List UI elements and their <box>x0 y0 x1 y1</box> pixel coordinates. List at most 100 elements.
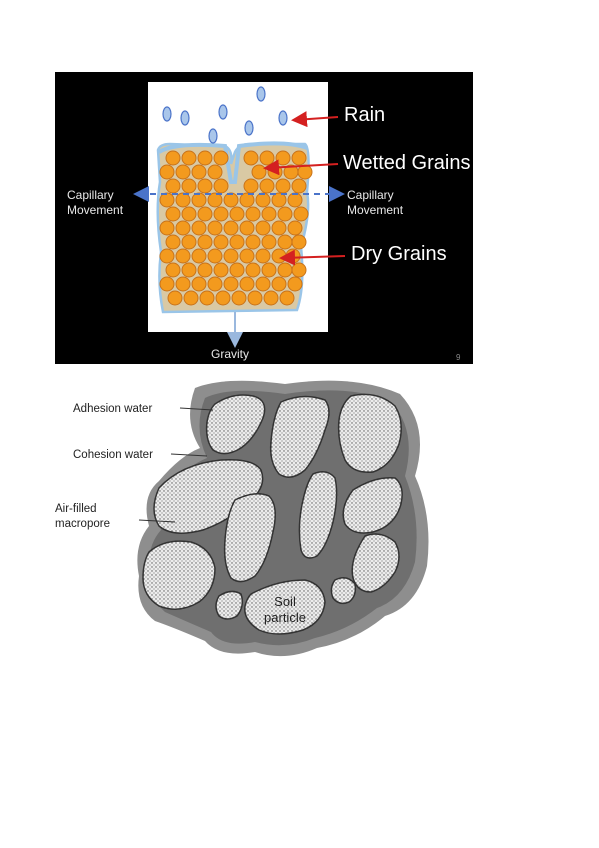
soil-particle-8 <box>142 540 216 610</box>
soil-particle-7 <box>342 477 403 534</box>
grain <box>213 262 229 278</box>
soil-particle-9 <box>351 533 400 593</box>
grain <box>199 290 215 306</box>
grain <box>165 206 181 222</box>
grain <box>229 234 245 250</box>
grain <box>245 234 261 250</box>
grain <box>207 220 223 236</box>
soil-particle-1 <box>205 394 266 455</box>
grain <box>159 164 175 180</box>
grain <box>245 262 261 278</box>
grain <box>207 276 223 292</box>
grain <box>191 276 207 292</box>
grain <box>181 206 197 222</box>
grain <box>271 220 287 236</box>
grain <box>165 150 181 166</box>
grain <box>279 290 295 306</box>
grain <box>175 220 191 236</box>
grain <box>245 206 261 222</box>
grain <box>275 178 291 194</box>
grain <box>271 276 287 292</box>
soil-water-graphic <box>137 380 429 657</box>
raindrop <box>278 110 288 126</box>
grain <box>181 262 197 278</box>
grain <box>255 220 271 236</box>
soil-particle-12 <box>330 577 357 605</box>
grain <box>197 178 213 194</box>
rain-label: Rain <box>344 104 386 126</box>
dry-grains-arrow <box>279 249 346 266</box>
raindrop <box>244 120 254 136</box>
raindrop <box>180 110 190 126</box>
grain <box>277 262 293 278</box>
grain <box>263 290 279 306</box>
grain <box>255 248 271 264</box>
grain <box>207 192 223 208</box>
grain <box>191 220 207 236</box>
grain <box>165 178 181 194</box>
grain <box>197 234 213 250</box>
grain <box>261 234 277 250</box>
grain <box>215 290 231 306</box>
grain <box>175 164 191 180</box>
water-film <box>157 141 308 184</box>
soil-particle-label: Soil particle <box>264 594 306 625</box>
capillary-right-label: Capillary Movement <box>347 188 404 217</box>
grain <box>223 192 239 208</box>
grain <box>277 206 293 222</box>
wetted-grains-arrow <box>263 159 339 176</box>
soil-particle-5 <box>223 493 276 583</box>
cohesion-leader <box>170 453 208 457</box>
gravity-label: Gravity <box>211 347 250 361</box>
macropore-label: Air-filled macropore <box>55 503 110 530</box>
grain <box>175 248 191 264</box>
grain <box>271 248 287 264</box>
rain-arrow <box>291 111 339 128</box>
soil-particle-3 <box>337 393 402 473</box>
grain <box>197 206 213 222</box>
raindrop <box>208 128 218 144</box>
water-movement-graphic <box>133 82 346 348</box>
grain <box>167 290 183 306</box>
grain <box>159 248 175 264</box>
soil-particle-11 <box>215 590 244 620</box>
grain <box>223 276 239 292</box>
grain <box>277 234 293 250</box>
grain <box>287 192 303 208</box>
water-movement-diagram: Rain Wetted Grains Dry Grains Capillary … <box>55 72 473 364</box>
grain <box>181 234 197 250</box>
grain <box>207 248 223 264</box>
grain <box>285 248 301 264</box>
grain <box>243 150 259 166</box>
grain <box>191 248 207 264</box>
grain <box>207 164 223 180</box>
adhesion-leader <box>179 407 214 411</box>
soil-particle-10 <box>244 579 326 635</box>
grain <box>223 220 239 236</box>
grain <box>191 164 207 180</box>
grain <box>291 178 307 194</box>
grain <box>275 150 291 166</box>
grain <box>181 150 197 166</box>
soil-particle-6 <box>298 471 338 559</box>
soil-particle-2 <box>269 395 330 478</box>
grain <box>239 192 255 208</box>
grain <box>159 220 175 236</box>
grain <box>229 262 245 278</box>
grain <box>271 192 287 208</box>
grain <box>255 276 271 292</box>
grain <box>197 150 213 166</box>
grain <box>287 276 303 292</box>
grain <box>197 262 213 278</box>
grain <box>183 290 199 306</box>
grain <box>239 276 255 292</box>
grain <box>243 178 259 194</box>
grain <box>213 178 229 194</box>
raindrop <box>218 104 228 120</box>
grain <box>291 234 307 250</box>
grain <box>191 192 207 208</box>
grain <box>181 178 197 194</box>
adhesion-water-label: Adhesion water <box>73 403 153 415</box>
raindrop <box>162 106 172 122</box>
grain <box>247 290 263 306</box>
